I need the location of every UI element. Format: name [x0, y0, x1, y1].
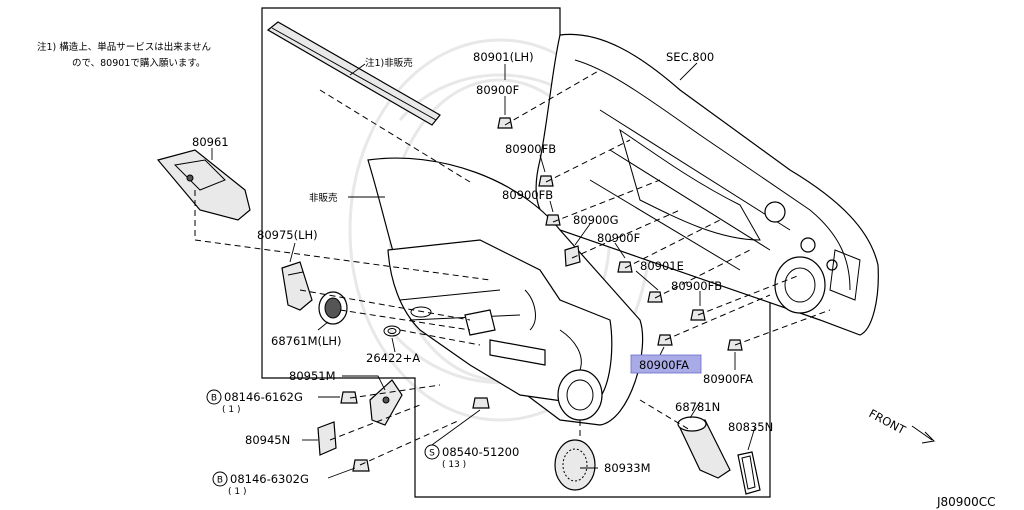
- label-80835n[interactable]: 80835N: [728, 420, 773, 434]
- label-80900fb-2[interactable]: 80900FB: [502, 188, 553, 202]
- bolt-symbol-icon: B: [212, 471, 228, 487]
- pull-handle-68781n: [677, 416, 731, 479]
- label-front: FRONT: [867, 406, 909, 437]
- diagram-code: J80900CC: [936, 495, 995, 509]
- label-80975-lh[interactable]: 80975(LH): [257, 228, 318, 242]
- label-bolt2-qty: ( 1 ): [228, 487, 246, 497]
- label-80951m[interactable]: 80951M: [289, 369, 336, 383]
- cover-80945n: [317, 421, 337, 456]
- escutcheon-68761m: [318, 291, 348, 325]
- svg-text:S: S: [429, 449, 435, 459]
- clips: [340, 117, 743, 472]
- label-screw-qty: ( 13 ): [442, 460, 466, 470]
- label-80900g[interactable]: 80900G: [573, 213, 619, 227]
- leader-lines: [211, 62, 756, 479]
- label-80901e[interactable]: 80901E: [640, 259, 684, 273]
- label-26422a[interactable]: 26422+A: [366, 351, 420, 365]
- label-bolt-08146-6162g[interactable]: 08146-6162G: [224, 390, 303, 404]
- door-trim-panel: [367, 157, 644, 426]
- label-80900fb-3[interactable]: 80900FB: [671, 279, 722, 293]
- label-nonsale: 非販売: [309, 192, 338, 204]
- switch-panel-80961: [156, 149, 251, 221]
- label-80900fb-1[interactable]: 80900FB: [505, 142, 556, 156]
- label-80900fa-highlighted[interactable]: 80900FA: [639, 358, 689, 372]
- label-note1-nonsale: 注1)非販売: [365, 57, 413, 69]
- speaker-grille-80933m: [554, 439, 596, 491]
- highlight-box: [630, 354, 702, 374]
- svg-text:B: B: [217, 476, 223, 486]
- label-bolt-08146-6302g[interactable]: 08146-6302G: [230, 472, 309, 486]
- label-80900f-top[interactable]: 80900F: [476, 83, 519, 97]
- label-screw-08540-51200[interactable]: 08540-51200: [442, 445, 519, 459]
- note-line-2: ので、80901で購入願います。: [72, 57, 205, 69]
- screw-symbol-icon: S: [424, 444, 440, 460]
- assembly-lines: [194, 69, 831, 466]
- clip-26422a: [383, 325, 401, 337]
- label-80901-lh[interactable]: 80901(LH): [473, 50, 534, 64]
- label-80900f-mid[interactable]: 80900F: [597, 231, 640, 245]
- weatherstrip: [266, 21, 441, 126]
- finisher-80835n: [737, 451, 761, 495]
- label-sec800[interactable]: SEC.800: [666, 50, 714, 64]
- label-68781n[interactable]: 68781N: [675, 400, 720, 414]
- label-68761m-lh[interactable]: 68761M(LH): [271, 334, 342, 348]
- inside-handle-80975: [281, 261, 313, 311]
- door-shell: [535, 33, 879, 336]
- front-arrow-icon: [911, 425, 936, 444]
- svg-text:B: B: [211, 394, 217, 404]
- note-line-1: 注1) 構造上、単品サービスは出来ません: [37, 41, 211, 53]
- label-bolt1-qty: ( 1 ): [222, 405, 240, 415]
- label-80945n[interactable]: 80945N: [245, 433, 290, 447]
- bolt-symbol-icon: B: [206, 389, 222, 405]
- label-80900fa[interactable]: 80900FA: [703, 372, 753, 386]
- label-80933m[interactable]: 80933M: [604, 461, 651, 475]
- label-80961[interactable]: 80961: [192, 135, 229, 149]
